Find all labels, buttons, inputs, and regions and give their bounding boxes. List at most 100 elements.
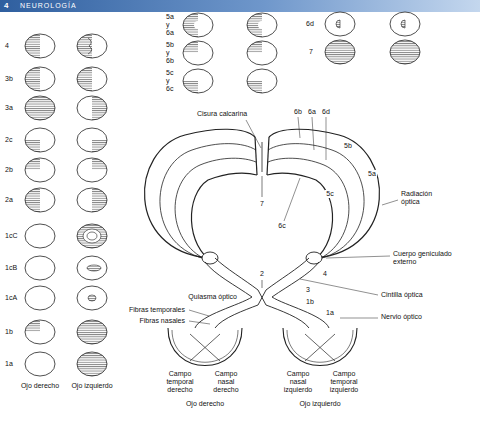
visual-field-circles bbox=[77, 34, 107, 58]
visual-field-circles bbox=[183, 13, 213, 37]
visual-field-circles bbox=[77, 158, 107, 182]
callout-number: 5c y 6c bbox=[165, 69, 179, 93]
part-label: Fibras nasales bbox=[138, 317, 186, 325]
visual-field-circles bbox=[87, 232, 97, 240]
optic-pathway bbox=[195, 297, 252, 328]
optic-pathway bbox=[195, 252, 329, 328]
callout-number: 4 bbox=[4, 42, 10, 50]
optic-radiation bbox=[160, 144, 256, 260]
visual-field-circles bbox=[247, 13, 277, 37]
optic-radiation bbox=[145, 129, 380, 263]
callout-number: 4 bbox=[322, 270, 328, 278]
callout-number: 6d bbox=[321, 108, 331, 116]
optic-pathway bbox=[205, 262, 252, 297]
part-label: Cisura calcarina bbox=[196, 110, 248, 118]
visual-field-circles bbox=[390, 40, 420, 64]
optic-radiation bbox=[175, 158, 256, 262]
visual-field-circles bbox=[25, 352, 55, 376]
visual-field-circles bbox=[25, 188, 55, 212]
visual-field-circles bbox=[183, 41, 213, 65]
visual-field-circles bbox=[25, 34, 40, 58]
callout-number: 1cA bbox=[4, 294, 18, 302]
callout-number: 1a bbox=[4, 360, 14, 368]
visual-field-circles bbox=[87, 265, 101, 271]
part-label: Nervio óptico bbox=[380, 313, 423, 321]
optic-radiation bbox=[262, 142, 263, 172]
part-label: Radiación óptica bbox=[400, 190, 446, 206]
visual-field-circles bbox=[25, 224, 55, 248]
callout-number: 7 bbox=[308, 48, 314, 56]
visual-field-circles bbox=[77, 320, 107, 344]
visual-field-circles bbox=[92, 96, 107, 120]
visual-field-circles bbox=[25, 188, 40, 212]
visual-field-circles bbox=[25, 256, 55, 280]
optic-pathway bbox=[272, 297, 329, 328]
visual-field-circles bbox=[77, 34, 92, 58]
eye-outline bbox=[190, 334, 220, 361]
visual-field-circles bbox=[77, 96, 107, 120]
visual-field-circles bbox=[390, 12, 420, 36]
visual-field-circles bbox=[77, 286, 107, 310]
visual-field-circles bbox=[25, 352, 55, 376]
callout-number: 2b bbox=[4, 166, 14, 174]
visual-field-circles bbox=[77, 67, 107, 91]
part-label: Ojo derecho bbox=[19, 382, 61, 390]
visual-field-circles bbox=[77, 320, 107, 344]
part-label: Campo nasal derecho bbox=[208, 370, 244, 394]
visual-field-circles bbox=[390, 40, 420, 64]
visual-field-circles bbox=[25, 286, 55, 310]
callout-number: 5c bbox=[325, 190, 334, 198]
optic-radiation bbox=[255, 137, 257, 175]
visual-field-circles bbox=[247, 13, 262, 37]
optic-radiation bbox=[267, 173, 333, 263]
visual-field-circles bbox=[25, 224, 55, 248]
callout-number: 1b bbox=[305, 298, 315, 306]
visual-field-circles bbox=[183, 69, 213, 93]
visual-field-circles bbox=[325, 40, 355, 64]
visual-field-circles bbox=[25, 96, 55, 120]
callout-number: 1cB bbox=[4, 264, 18, 272]
callout-number: 6c bbox=[277, 222, 286, 230]
visual-field-circles bbox=[77, 224, 107, 248]
callout-number: 5b y 6b bbox=[165, 41, 179, 65]
leader-line bbox=[326, 117, 327, 160]
callout-number: 1a bbox=[325, 309, 335, 317]
optic-radiation bbox=[269, 129, 379, 258]
eye-outline bbox=[168, 328, 357, 366]
visual-field-circles bbox=[325, 40, 355, 64]
optic-pathway bbox=[258, 290, 266, 305]
visual-field-circles bbox=[25, 188, 55, 212]
callout-number: 1b bbox=[4, 328, 14, 336]
eye-outline bbox=[172, 330, 238, 362]
leader-line bbox=[326, 256, 390, 258]
leader-line bbox=[284, 178, 300, 221]
visual-field-circles bbox=[77, 158, 107, 182]
optic-radiation bbox=[268, 158, 349, 262]
visual-field-circles bbox=[77, 320, 107, 344]
visual-field-circles bbox=[77, 224, 107, 248]
visual-field-circles bbox=[25, 34, 107, 376]
optic-pathway bbox=[266, 305, 309, 328]
visual-field-circles bbox=[390, 12, 420, 36]
visual-field-circles bbox=[77, 352, 107, 376]
visual-field-circles bbox=[77, 256, 107, 280]
visual-field-circles bbox=[247, 69, 277, 93]
visual-field-circles bbox=[183, 41, 213, 65]
leader-line bbox=[300, 279, 378, 295]
visual-field-circles bbox=[25, 320, 55, 344]
part-label: Campo temporal izquierdo bbox=[325, 370, 363, 394]
visual-field-circles bbox=[77, 128, 107, 152]
visual-field-circles bbox=[336, 20, 340, 28]
visual-field-circles bbox=[77, 286, 107, 310]
optic-radiation bbox=[191, 173, 257, 263]
leader-line bbox=[298, 117, 300, 138]
visual-field-circles bbox=[247, 13, 277, 37]
visual-field-circles bbox=[77, 352, 107, 376]
optic-radiation bbox=[268, 144, 364, 260]
optic-radiation bbox=[145, 129, 255, 258]
optic-pathway bbox=[266, 258, 309, 290]
visual-field-circles bbox=[25, 158, 55, 182]
